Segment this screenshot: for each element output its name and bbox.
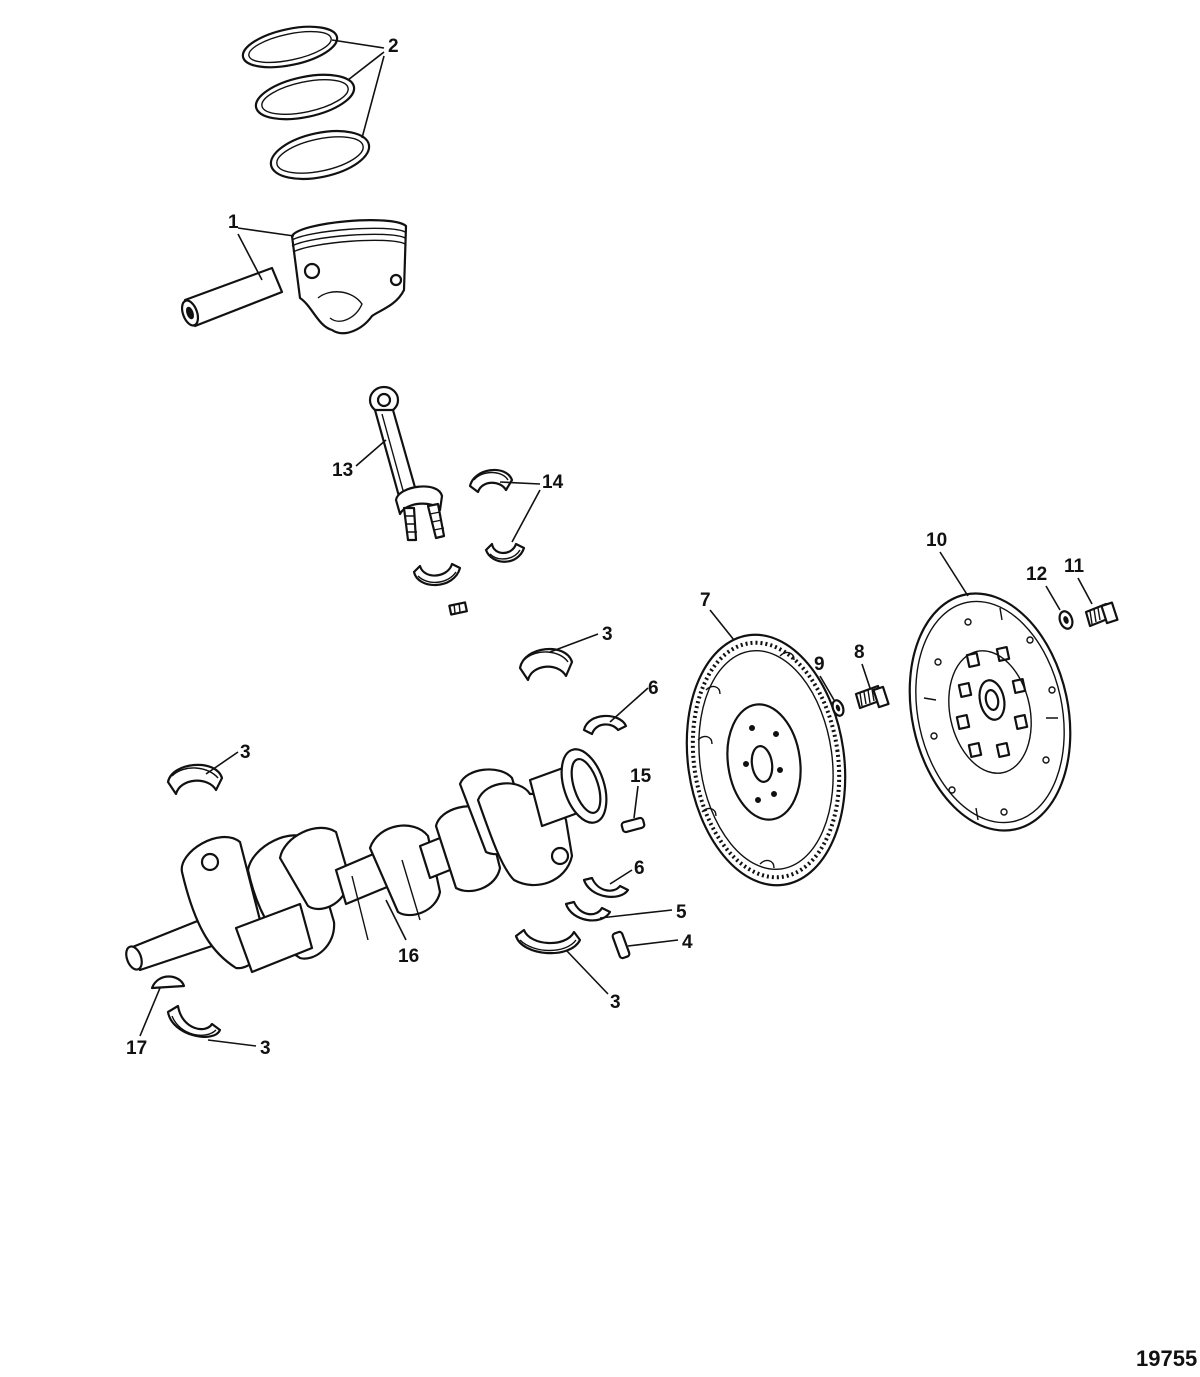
dowel-pin-15[interactable] <box>620 816 646 834</box>
dowel-pin-4[interactable] <box>611 930 631 960</box>
piston-assembly[interactable] <box>179 219 408 335</box>
callout-6-lower: 6 <box>634 858 645 879</box>
main-bearing-lower-center[interactable] <box>514 928 582 955</box>
rod-bearing-lower[interactable] <box>484 542 526 563</box>
leader-lines <box>139 39 1093 1047</box>
callout-10: 10 <box>926 530 947 551</box>
callout-1: 1 <box>228 212 239 233</box>
callout-2: 2 <box>388 36 399 57</box>
rod-nuts[interactable] <box>448 601 468 616</box>
callout-11: 11 <box>1064 556 1085 577</box>
main-bearing-lower-front[interactable] <box>166 1004 222 1038</box>
main-bearing-upper-rear[interactable] <box>518 648 574 682</box>
callout-5: 5 <box>676 902 687 923</box>
damper-bolt[interactable] <box>1084 601 1119 628</box>
rod-bearing-upper[interactable] <box>468 468 514 494</box>
thrust-bearing-lower[interactable] <box>582 876 630 898</box>
callout-6-upper: 6 <box>648 678 659 699</box>
callout-4: 4 <box>682 932 693 953</box>
figure-number: 19755 <box>1136 1346 1197 1371</box>
callout-3-upper-front: 3 <box>240 742 251 763</box>
connecting-rod[interactable] <box>368 385 446 542</box>
thrust-washer[interactable] <box>564 900 612 922</box>
callout-12: 12 <box>1026 564 1047 585</box>
callout-17: 17 <box>126 1038 147 1059</box>
callout-3-lower-center: 3 <box>610 992 621 1013</box>
flywheel-washer[interactable] <box>831 699 846 717</box>
woodruff-key[interactable] <box>150 975 186 990</box>
callout-13: 13 <box>332 460 353 481</box>
drive-damper-plate[interactable] <box>889 578 1091 845</box>
rod-cap-bearing[interactable] <box>412 562 462 587</box>
callout-16: 16 <box>398 946 419 967</box>
flywheel-bolt[interactable] <box>854 684 890 710</box>
callout-3-lower-front: 3 <box>260 1038 271 1059</box>
damper-washer[interactable] <box>1057 609 1074 630</box>
callout-9: 9 <box>814 654 825 675</box>
callout-3-upper-rear: 3 <box>602 624 613 645</box>
thrust-bearing-upper[interactable] <box>582 714 628 736</box>
callout-7: 7 <box>700 590 711 611</box>
callout-14: 14 <box>542 472 564 493</box>
flywheel[interactable] <box>671 624 861 895</box>
crankshaft[interactable] <box>123 744 614 974</box>
callout-8: 8 <box>854 642 865 663</box>
piston-rings[interactable] <box>239 19 373 187</box>
callout-15: 15 <box>630 766 652 787</box>
